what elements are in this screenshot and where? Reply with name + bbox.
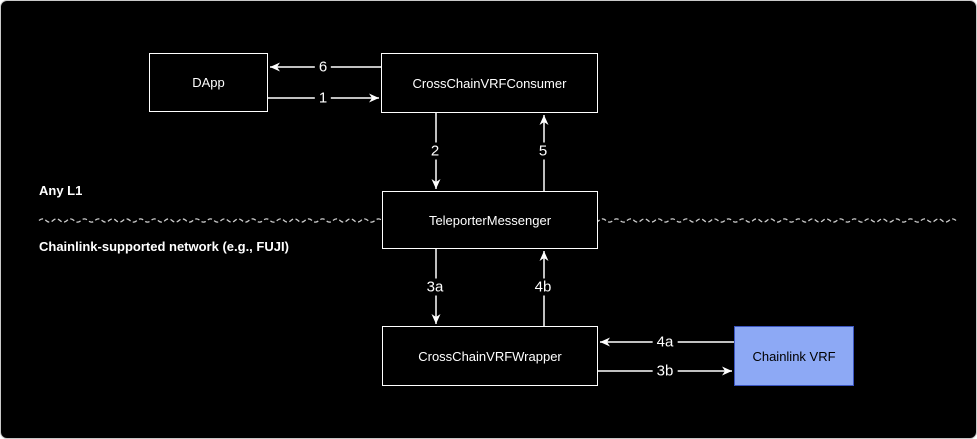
edge-4b-label: 4b (530, 278, 556, 296)
node-crosschainvrfconsumer-label: CrossChainVRFConsumer (412, 75, 567, 91)
node-teleportermessenger-label: TeleporterMessenger (428, 212, 552, 228)
node-dapp: DApp (149, 53, 268, 112)
edge-3a-label: 3a (422, 278, 448, 296)
region-label-any-l1: Any L1 (39, 183, 83, 198)
node-dapp-label: DApp (192, 75, 225, 90)
edge-5-label: 5 (534, 142, 552, 160)
node-chainlink-vrf-label: Chainlink VRF (752, 348, 836, 364)
node-crosschainvrfwrapper-label: CrossChainVRFWrapper (418, 348, 562, 364)
edge-6-label: 6 (314, 58, 332, 76)
edge-1-label: 1 (314, 89, 332, 107)
node-crosschainvrfwrapper: CrossChainVRFWrapper (382, 326, 598, 386)
edge-3b-label: 3b (652, 362, 678, 380)
edge-2-label: 2 (426, 142, 444, 160)
edge-4a-label: 4a (652, 333, 678, 351)
node-teleportermessenger: TeleporterMessenger (382, 191, 598, 249)
node-crosschainvrfconsumer: CrossChainVRFConsumer (381, 53, 598, 113)
region-label-chainlink-network: Chainlink-supported network (e.g., FUJI) (39, 239, 289, 254)
node-chainlink-vrf: Chainlink VRF (734, 326, 854, 386)
